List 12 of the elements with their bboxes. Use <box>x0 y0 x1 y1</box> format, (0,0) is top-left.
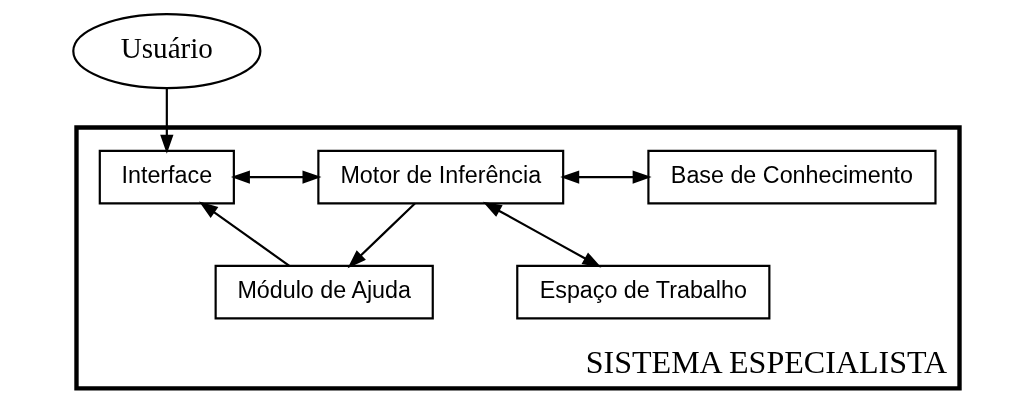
arrow <box>347 202 416 269</box>
node-box: Módulo de Ajuda <box>214 264 434 320</box>
arrow <box>482 201 602 268</box>
node-ellipse: Usuário <box>72 12 262 90</box>
node-box: Interface <box>98 149 235 205</box>
node-box: Motor de Inferência <box>317 149 565 205</box>
node-box: Base de Conhecimento <box>647 149 937 205</box>
arrow <box>560 170 652 184</box>
arrow <box>230 170 322 184</box>
arrow <box>160 88 174 154</box>
node-box: Espaço de Trabalho <box>516 264 771 320</box>
arrow <box>199 201 290 267</box>
